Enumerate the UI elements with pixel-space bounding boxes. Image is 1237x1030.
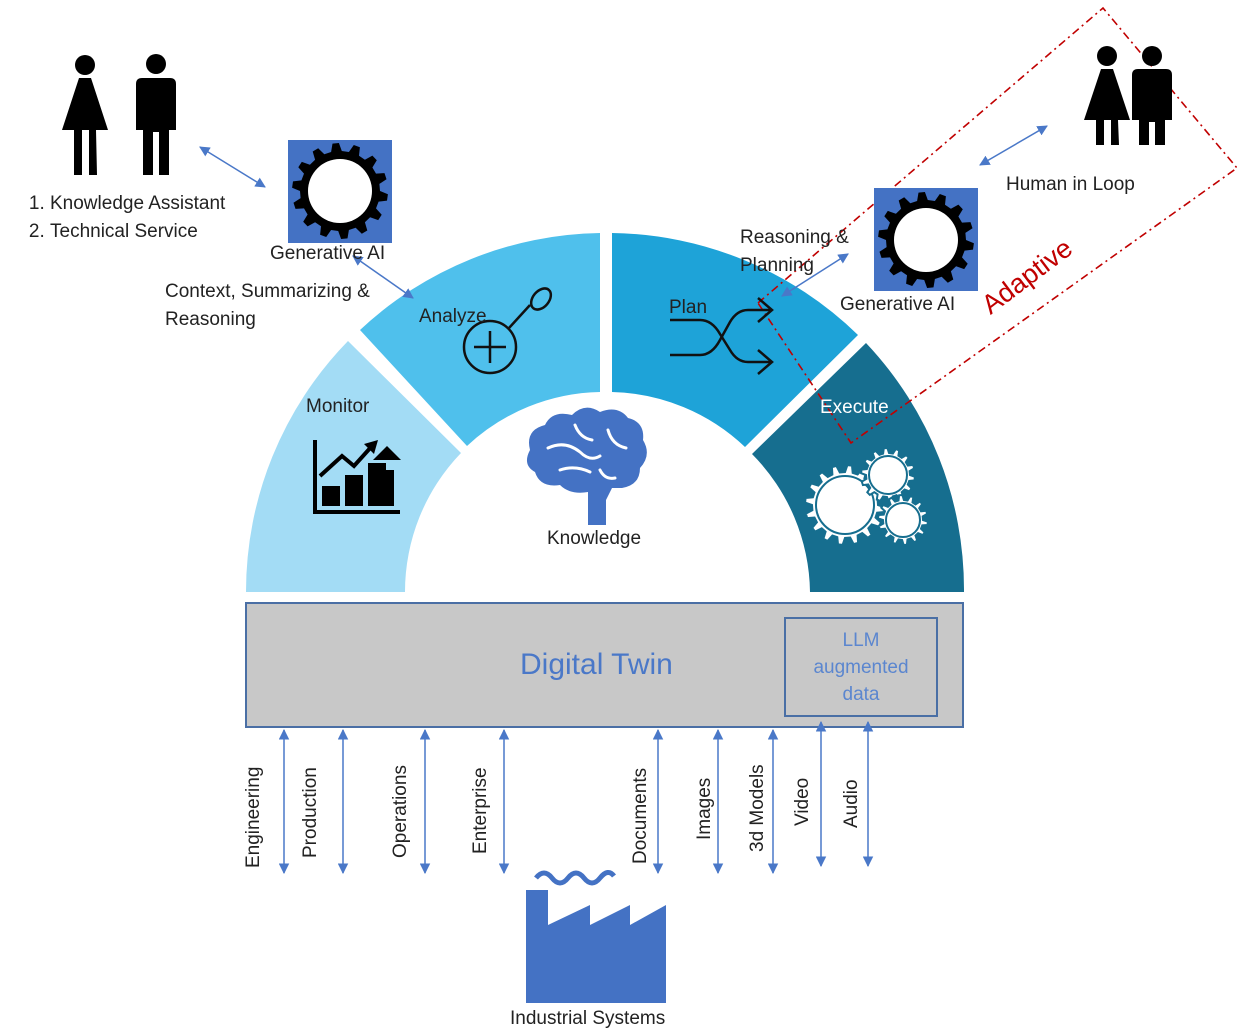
- gear-hub: [894, 208, 958, 272]
- brain-icon: [526, 407, 647, 525]
- human-in-loop-label: Human in Loop: [1006, 174, 1135, 195]
- llm-augmented-box: LLM augmented data: [784, 617, 938, 717]
- connector-arrows: [199, 125, 1048, 299]
- monitor-label: Monitor: [306, 396, 370, 417]
- generative-ai-label-right: Generative AI: [840, 294, 956, 315]
- gears-icon: [804, 446, 929, 547]
- context-label-line2: Reasoning: [165, 309, 256, 330]
- digital-twin-bar: [245, 602, 964, 728]
- gear-hub: [308, 159, 372, 223]
- people-icon-left: [62, 54, 176, 175]
- source-label-video: Video: [792, 777, 813, 826]
- shuffle-icon: [670, 297, 774, 375]
- reasoning-label-line1: Reasoning &: [740, 227, 849, 248]
- gear-icon-left: [288, 140, 392, 243]
- adaptive-boundary: [756, 6, 1237, 445]
- reasoning-label-line2: Planning: [740, 255, 814, 276]
- task-item: Knowledge Assistant: [50, 190, 225, 218]
- task-item: Technical Service: [50, 218, 225, 246]
- plan-segment: [612, 233, 858, 447]
- analyze-segment: [360, 233, 600, 446]
- source-label-operations: Operations: [390, 765, 411, 858]
- plan-label: Plan: [669, 297, 708, 318]
- gear-hub: [885, 502, 921, 538]
- context-label-line1: Context, Summarizing &: [165, 281, 370, 302]
- source-label-audio: Audio: [841, 779, 862, 828]
- data-source-arrows: [278, 720, 874, 875]
- llm-augmented-label: LLM augmented data: [813, 629, 909, 705]
- knowledge-label: Knowledge: [547, 528, 642, 549]
- people-icon-right: [1084, 46, 1172, 145]
- analyze-label: Analyze: [419, 306, 487, 327]
- magnifier-icon: [462, 287, 553, 375]
- industrial-systems-label: Industrial Systems: [510, 1008, 666, 1029]
- gear-icon-right: [874, 188, 978, 291]
- source-label-production: Production: [300, 767, 321, 858]
- task-list: Knowledge Assistant Technical Service: [14, 190, 225, 246]
- digital-twin-label: Digital Twin: [520, 648, 673, 681]
- source-label-3d-models: 3d Models: [747, 764, 768, 852]
- source-label-engineering: Engineering: [243, 766, 264, 868]
- source-label-documents: Documents: [630, 767, 651, 864]
- gear-hub: [815, 475, 875, 535]
- chart-icon: [313, 440, 401, 514]
- generative-ai-label-left: Generative AI: [270, 243, 386, 264]
- source-label-enterprise: Enterprise: [470, 767, 491, 854]
- factory-icon: [526, 870, 666, 1003]
- execute-label: Execute: [820, 397, 889, 418]
- source-label-images: Images: [694, 777, 715, 840]
- gear-hub: [868, 455, 908, 495]
